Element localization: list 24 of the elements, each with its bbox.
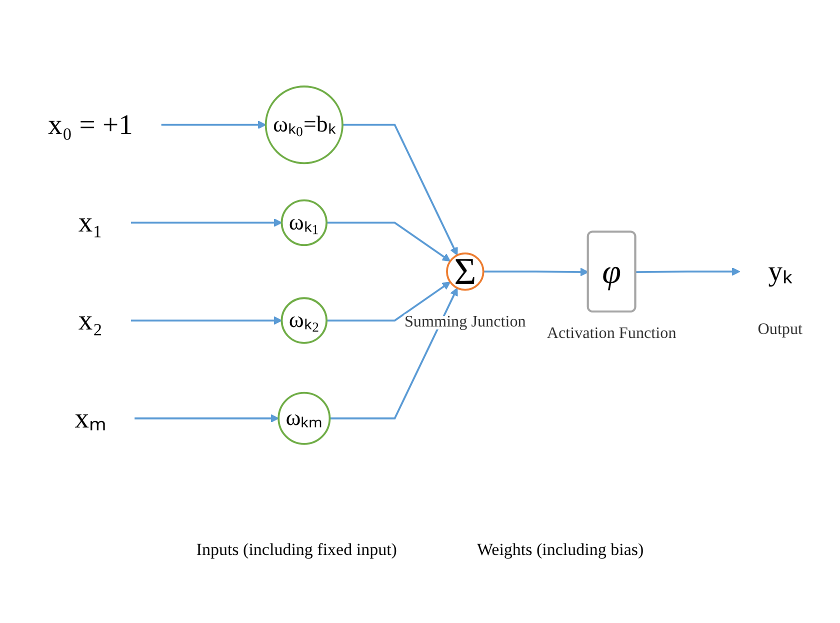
node-caption: Output — [758, 320, 803, 338]
node-text: xₘ — [74, 402, 106, 434]
node-circle: ωₖ₀=bₖ — [264, 85, 344, 164]
arrow — [131, 316, 282, 324]
arrow — [342, 124, 458, 256]
arrow — [330, 287, 458, 420]
node-circle: ωₖ₂ — [280, 296, 328, 344]
node-caption: Activation Function — [546, 324, 676, 342]
arrow — [326, 281, 451, 322]
column-caption: Weights (including bias) — [476, 540, 644, 560]
arrow — [636, 267, 740, 276]
node-text: yₖ — [768, 256, 792, 288]
column-caption: Inputs (including fixed input) — [196, 540, 397, 560]
node-circle: Σ — [446, 252, 484, 290]
node-circle: ωₖₘ — [278, 392, 331, 445]
arrow — [134, 414, 279, 422]
node-circle: ωₖ₁ — [280, 199, 328, 246]
arrow — [131, 218, 282, 227]
node-text: x₂ — [78, 304, 103, 336]
arrow — [326, 221, 451, 262]
node-text: x₁ — [78, 206, 103, 238]
node-text: x₀ = +1 — [48, 108, 133, 140]
arrow — [161, 120, 266, 129]
arrow — [483, 268, 589, 276]
